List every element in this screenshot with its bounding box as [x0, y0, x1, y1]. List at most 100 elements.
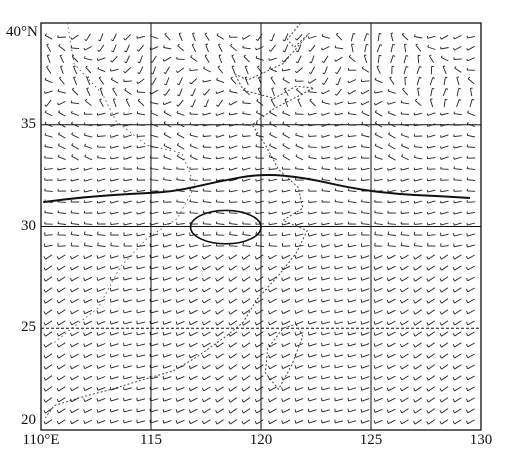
wind-barb: [390, 32, 394, 42]
wind-barb: [99, 98, 104, 107]
wind-barb: [281, 364, 291, 370]
wind-barb: [188, 265, 198, 271]
wind-barb: [123, 242, 132, 247]
wind-barb: [96, 343, 106, 347]
wind-barb: [255, 178, 264, 182]
wind-barb: [241, 386, 251, 392]
wind-barb: [426, 200, 436, 204]
wind-barb: [281, 386, 291, 392]
wind-barb: [215, 364, 224, 370]
wind-barb: [241, 375, 251, 381]
wind-barb: [178, 32, 183, 42]
wind-barb: [205, 43, 209, 53]
wind-barb: [201, 309, 211, 315]
wind-barb: [426, 123, 436, 127]
wind-barb: [334, 254, 344, 259]
wind-barb: [413, 178, 423, 182]
wind-barb: [43, 408, 53, 414]
wind-barb: [136, 35, 146, 39]
wind-barb: [123, 222, 132, 226]
wind-barb: [96, 321, 106, 325]
wind-barb: [268, 44, 276, 52]
wind-barb: [149, 331, 159, 336]
wind-barb: [176, 121, 185, 128]
wind-barb: [215, 331, 224, 337]
wind-barb: [189, 243, 198, 248]
wind-barb: [228, 156, 238, 160]
wind-barb: [307, 309, 317, 314]
wind-barb: [43, 298, 53, 304]
wind-barb: [57, 88, 66, 94]
wind-barb: [228, 364, 238, 370]
wind-barb: [163, 66, 170, 75]
wind-barb: [241, 342, 251, 348]
wind-barb: [254, 309, 264, 315]
wind-barb: [321, 276, 330, 281]
wind-barb: [387, 101, 396, 105]
wind-barb: [56, 276, 66, 282]
wind-barb: [136, 419, 146, 424]
wind-barb: [176, 177, 185, 181]
wind-barb: [136, 232, 146, 237]
wind-barb: [176, 110, 185, 116]
wind-barb: [321, 232, 330, 237]
wind-barb: [136, 111, 146, 116]
wind-barb: [347, 375, 357, 380]
wind-barb: [452, 353, 462, 359]
wind-barb: [70, 287, 79, 293]
wind-barb: [452, 408, 462, 414]
wind-barb: [439, 254, 449, 260]
wind-barb: [43, 309, 53, 315]
wind-barb: [71, 143, 79, 150]
wind-barb: [413, 265, 422, 271]
wind-barb: [440, 222, 449, 226]
wind-barb: [97, 134, 106, 137]
wind-barb: [70, 167, 80, 171]
wind-barb: [202, 221, 212, 225]
wind-barb: [215, 189, 225, 192]
wind-barb: [83, 276, 93, 282]
wind-barb: [404, 76, 408, 86]
wind-barb: [149, 200, 159, 204]
wind-barb: [83, 386, 93, 392]
wind-barb: [400, 231, 410, 236]
wind-barb: [284, 98, 289, 108]
wind-barb: [466, 233, 476, 237]
wind-barb: [109, 266, 119, 270]
wind-barb: [112, 87, 118, 96]
wind-barb: [466, 276, 475, 282]
wind-barb: [295, 55, 302, 64]
wind-barb: [426, 364, 436, 370]
wind-barb: [215, 123, 225, 127]
wind-barb: [215, 408, 224, 414]
wind-barb: [83, 56, 93, 61]
wind-barb: [123, 123, 132, 127]
wind-barb: [427, 44, 436, 50]
wind-barb: [439, 408, 449, 414]
wind-barb: [201, 386, 211, 392]
wind-barb: [361, 155, 370, 159]
wind-barb: [202, 178, 212, 181]
wind-barb: [242, 167, 251, 171]
wind-barb: [70, 309, 79, 315]
wind-barb: [334, 320, 344, 325]
wind-barb: [321, 243, 330, 248]
wind-barb: [175, 255, 185, 260]
wind-barb: [96, 332, 106, 336]
wind-barb: [70, 199, 80, 203]
wind-barb: [347, 243, 357, 248]
wind-barb: [70, 419, 79, 425]
wind-barb: [70, 408, 79, 414]
wind-barb: [308, 35, 317, 39]
wind-barb: [452, 342, 462, 348]
wind-barb: [202, 79, 212, 83]
wind-barb: [254, 375, 264, 381]
wind-barb: [373, 100, 383, 106]
wind-barb: [307, 78, 317, 84]
wind-barb: [254, 353, 264, 359]
wind-barb: [426, 254, 436, 260]
wind-barb: [123, 79, 132, 82]
wind-barb: [360, 408, 370, 413]
wind-barb: [242, 134, 251, 137]
wind-barb: [452, 419, 462, 425]
